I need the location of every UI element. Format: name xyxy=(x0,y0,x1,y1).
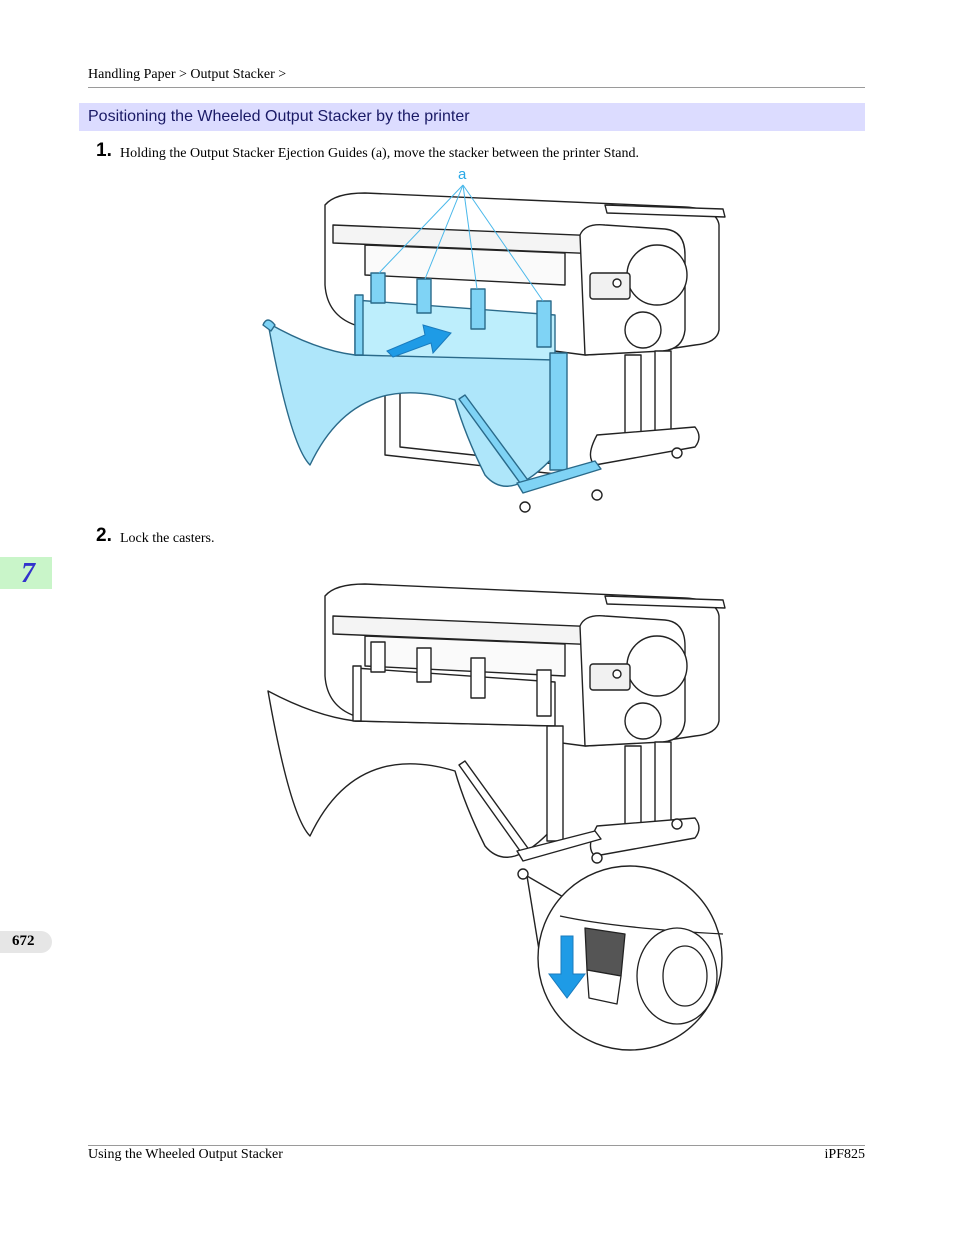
page-tab: 672 xyxy=(0,931,52,953)
step-2-number: 2. xyxy=(96,525,112,546)
callout-a-label: a xyxy=(458,166,467,183)
step-1-text: Holding the Output Stacker Ejection Guid… xyxy=(120,146,640,161)
footer-rule xyxy=(88,1145,865,1146)
printer-stacker-illustration: a xyxy=(262,166,726,513)
footer-title: Using the Wheeled Output Stacker xyxy=(88,1147,283,1162)
step-2-text: Lock the casters. xyxy=(120,531,215,546)
page-number: 672 xyxy=(12,933,35,949)
lock-casters-illustration xyxy=(267,583,726,1051)
section-bar: Positioning the Wheeled Output Stacker b… xyxy=(79,103,865,131)
breadcrumb: Handling Paper > Output Stacker > xyxy=(88,67,287,82)
chapter-number: 7 xyxy=(21,558,35,589)
footer-model: iPF825 xyxy=(824,1147,865,1162)
chapter-tab: 7 xyxy=(0,557,52,589)
header-rule xyxy=(88,87,865,88)
section-title: Positioning the Wheeled Output Stacker b… xyxy=(88,108,470,125)
step-1-number: 1. xyxy=(96,140,112,161)
